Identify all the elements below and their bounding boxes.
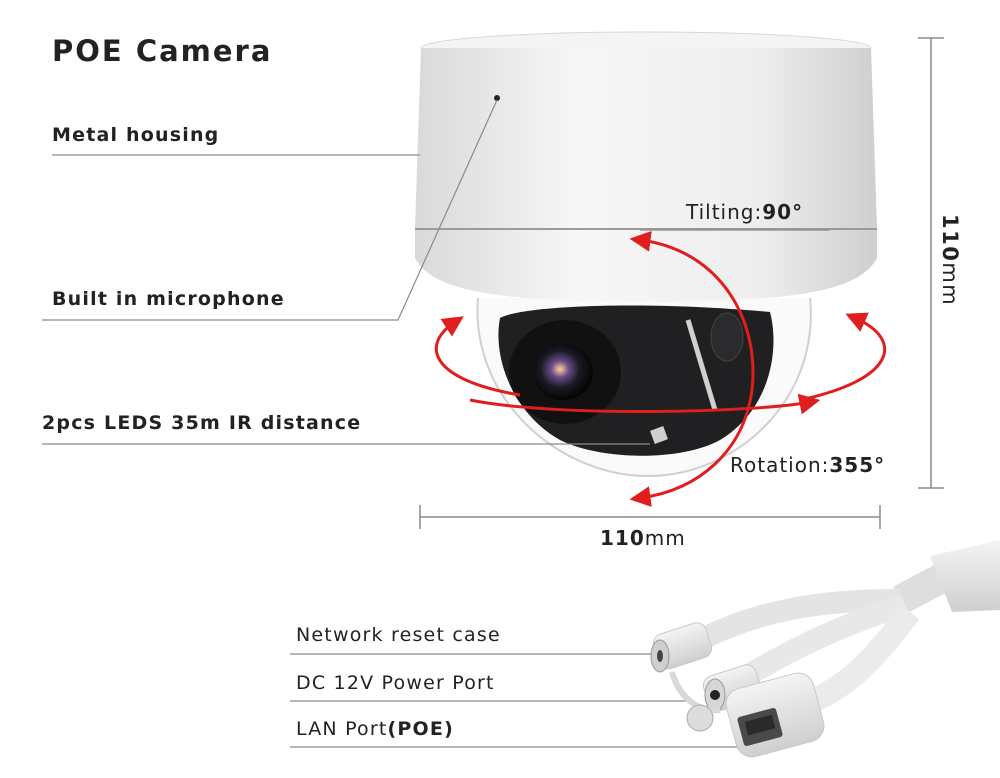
- leader-lines: [42, 99, 830, 748]
- tilting-label: Tilting:90°: [686, 200, 803, 224]
- lan-port-label: LAN Port: [296, 718, 388, 740]
- lan-connector: [725, 672, 825, 758]
- ir-led-sensor-icon: [650, 426, 668, 444]
- reset-connector: [650, 622, 713, 673]
- reset-cap-icon: [686, 704, 714, 732]
- width-unit: mm: [644, 526, 686, 550]
- camera-body: [415, 31, 877, 478]
- width-value: 110: [600, 526, 645, 550]
- height-value: 110: [938, 214, 962, 263]
- tilting-value: 90°: [762, 200, 804, 224]
- callout-metal-housing: Metal housing: [52, 124, 220, 146]
- height-dimension-label: 110mm: [938, 214, 962, 306]
- callout-dc-power: DC 12V Power Port: [296, 672, 495, 694]
- ir-led-icon: [710, 312, 744, 362]
- cable-to-reset: [695, 589, 901, 650]
- height-unit: mm: [938, 262, 962, 307]
- cable-to-dc: [734, 594, 909, 690]
- rotation-arrow-right: [799, 312, 886, 402]
- rotation-arrow-back: [434, 316, 521, 397]
- callout-leds: 2pcs LEDS 35m IR distance: [42, 412, 362, 434]
- callout-microphone: Built in microphone: [52, 288, 285, 310]
- rotation-value: 355°: [829, 453, 886, 477]
- rotation-arrows: [434, 230, 886, 508]
- lan-port-suffix: (POE): [387, 718, 454, 740]
- callout-network-reset: Network reset case: [296, 624, 501, 646]
- rotation-text: Rotation:: [730, 453, 830, 477]
- lens-glass: [533, 344, 593, 400]
- gimbal-bracket: [685, 319, 718, 411]
- dimension-lines: [419, 37, 944, 529]
- housing-shell: [415, 48, 877, 228]
- reset-cap-strap: [669, 671, 721, 714]
- width-dimension-label: 110mm: [600, 526, 686, 550]
- tilting-text: Tilting:: [686, 200, 763, 224]
- cable-harness: [650, 540, 1000, 758]
- tilting-arrow: [629, 230, 755, 508]
- rotation-label: Rotation:355°: [730, 453, 885, 477]
- rotation-arrow-front: [469, 393, 821, 415]
- leader-microphone: [42, 99, 498, 321]
- microphone-hole-icon: [494, 95, 500, 101]
- callout-lan-port: LAN Port(POE): [296, 718, 454, 740]
- page-title: POE Camera: [52, 34, 273, 68]
- cable-boot: [930, 540, 1000, 612]
